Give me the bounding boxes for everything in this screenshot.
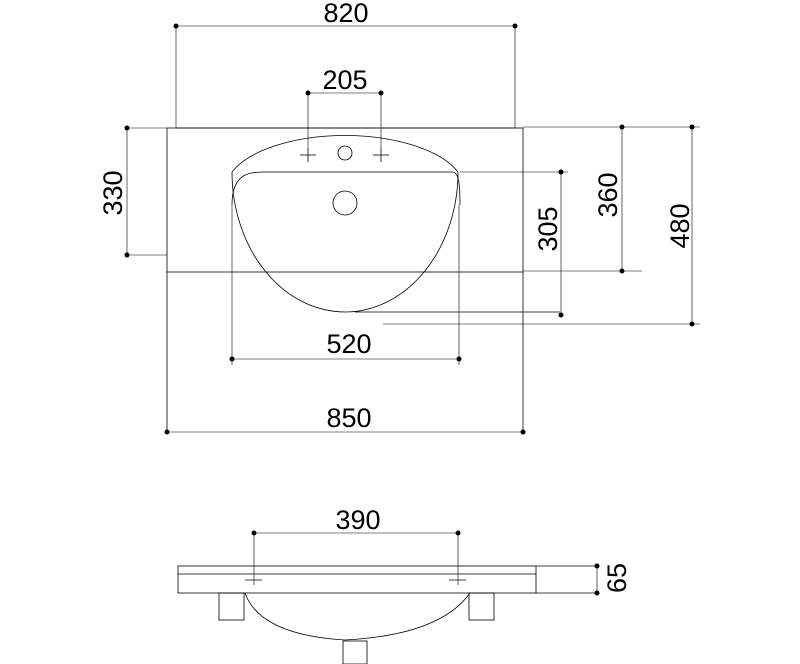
dim-205-label: 205 bbox=[322, 65, 367, 95]
dim-480: 480 bbox=[383, 124, 700, 327]
plan-view bbox=[166, 127, 560, 432]
dim-360: 360 bbox=[523, 124, 642, 274]
dim-205: 205 bbox=[305, 65, 384, 148]
right-tap-marker bbox=[373, 148, 389, 162]
basin-inner-edge bbox=[231, 171, 461, 206]
slab-outline bbox=[177, 565, 537, 594]
dim-520-label: 520 bbox=[326, 329, 371, 359]
dim-390-label: 390 bbox=[335, 505, 380, 535]
drain-stub bbox=[342, 640, 368, 664]
left-bracket bbox=[218, 592, 245, 621]
countertop-outline bbox=[166, 127, 524, 273]
front-view bbox=[177, 565, 597, 664]
dim-520: 520 bbox=[229, 205, 462, 365]
dim-305-label: 305 bbox=[533, 206, 563, 251]
dim-390: 390 bbox=[251, 505, 461, 585]
dim-65: 65 bbox=[594, 563, 632, 596]
basin-outer-bowl bbox=[231, 135, 459, 313]
dim-820-label: 820 bbox=[323, 0, 368, 28]
tap-hole bbox=[337, 145, 353, 161]
dim-360-label: 360 bbox=[593, 172, 623, 217]
bowl-profile bbox=[244, 592, 471, 641]
dim-480-label: 480 bbox=[665, 203, 695, 248]
dim-330: 330 bbox=[98, 125, 167, 258]
left-tap-marker bbox=[300, 148, 316, 162]
dim-820: 820 bbox=[173, 0, 518, 128]
dim-850-label: 850 bbox=[326, 403, 371, 433]
dim-305: 305 bbox=[460, 169, 568, 318]
dim-330-label: 330 bbox=[98, 170, 128, 215]
dim-850: 850 bbox=[164, 403, 526, 435]
drain-hole bbox=[332, 190, 358, 216]
dim-65-label: 65 bbox=[602, 563, 632, 593]
right-bracket bbox=[468, 592, 495, 621]
